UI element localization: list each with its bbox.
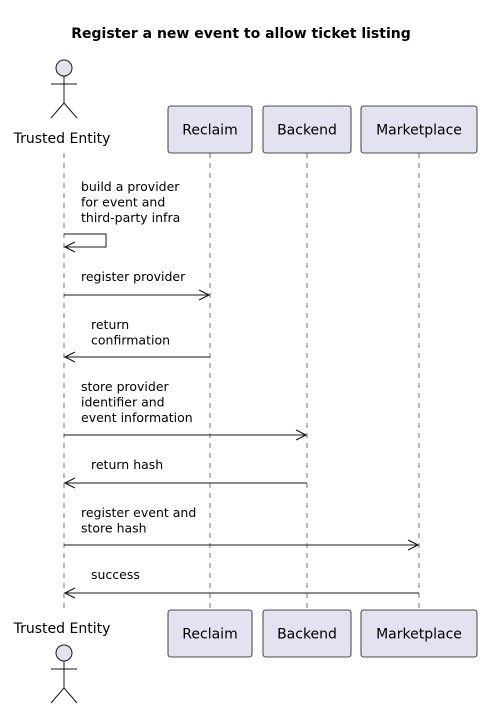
message-label: event information: [81, 410, 193, 425]
participant-label-reclaim: Reclaim: [182, 123, 237, 139]
message-label: identifier and: [81, 395, 165, 410]
message-label: build a provider: [81, 179, 180, 194]
self-message-arrow: [64, 233, 107, 248]
message-label: third-party infra: [81, 210, 180, 225]
actor-figure-top: [50, 59, 78, 119]
lifelines: [63, 153, 420, 610]
participant-label-reclaim: Reclaim: [182, 627, 237, 643]
message-label: store hash: [81, 521, 147, 536]
participant-label-backend: Backend: [277, 627, 337, 643]
participant-box-backend-top: Backend: [262, 105, 352, 154]
actor-figure-bottom: [50, 644, 78, 704]
participant-label-backend: Backend: [277, 123, 337, 139]
participant-box-reclaim-top: Reclaim: [167, 105, 253, 154]
message-7: success: [63, 567, 419, 599]
actor-label-top: Trusted Entity: [13, 131, 111, 147]
message-label: store provider: [81, 379, 170, 394]
message-5: return hash: [63, 457, 307, 489]
participant-box-marketplace-top: Marketplace: [360, 105, 478, 154]
diagram-title: Register a new event to allow ticket lis…: [71, 26, 411, 42]
message-label: return hash: [91, 457, 163, 472]
message-label: confirmation: [91, 333, 170, 348]
participant-box-reclaim-bottom: Reclaim: [167, 609, 253, 658]
participant-label-marketplace: Marketplace: [376, 123, 462, 139]
actor-label-bottom: Trusted Entity: [13, 621, 111, 637]
participant-box-marketplace-bottom: Marketplace: [360, 609, 478, 658]
participant-label-marketplace: Marketplace: [376, 627, 462, 643]
message-2: register provider: [64, 269, 211, 301]
message-label: register event and: [81, 505, 196, 520]
message-label: return: [91, 317, 129, 332]
message-label: success: [91, 567, 140, 582]
participant-box-backend-bottom: Backend: [262, 609, 352, 658]
message-label: for event and: [81, 195, 165, 210]
message-label: register provider: [81, 269, 186, 284]
